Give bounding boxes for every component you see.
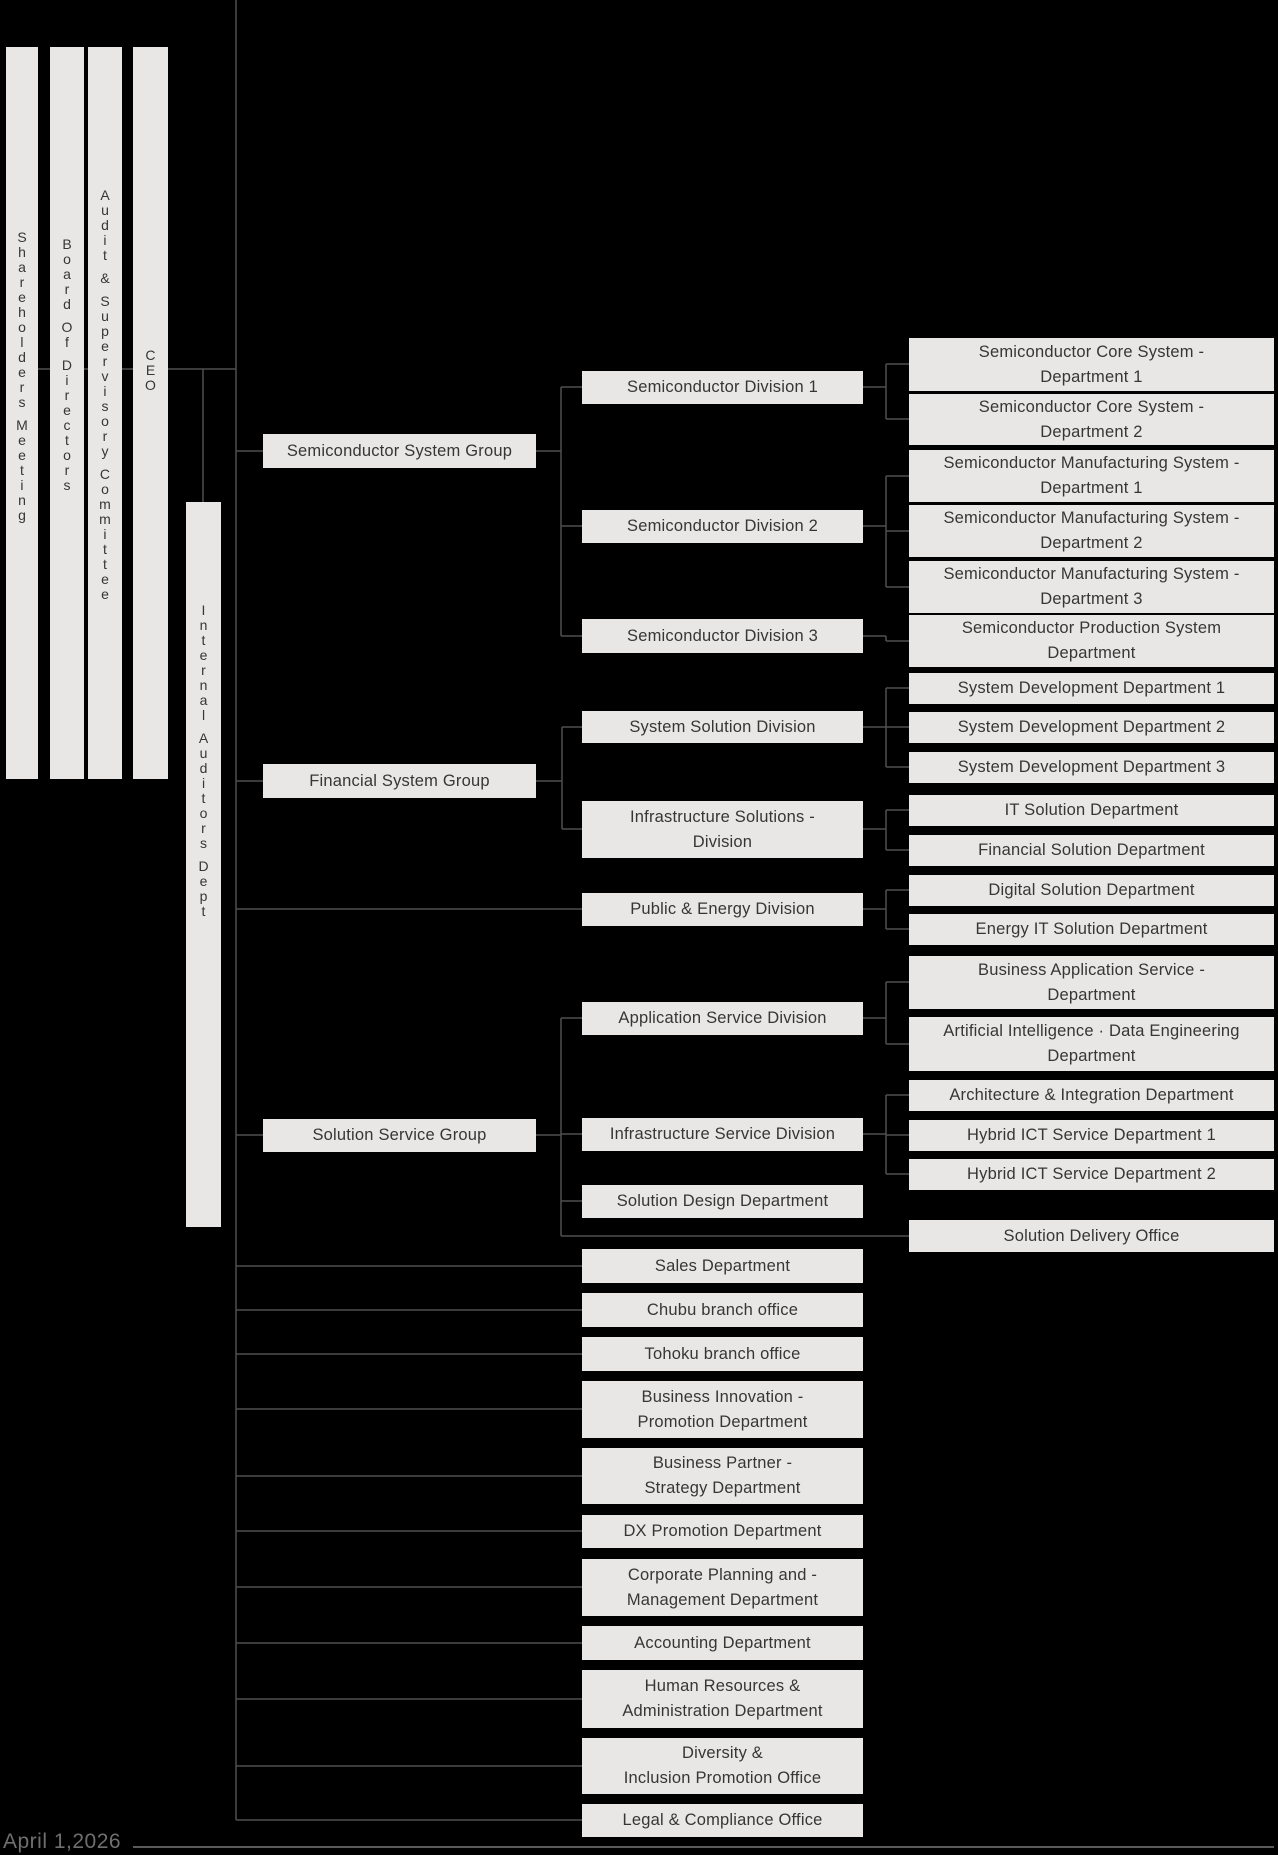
org-box-label: Business Innovation - Promotion Departme… [637, 1387, 808, 1431]
org-box-label: Financial System Group [309, 771, 490, 790]
org-box-financial-system-group: Financial System Group [263, 764, 536, 798]
org-box-diversity-inclusion-promotion-office: Diversity & Inclusion Promotion Office [582, 1738, 863, 1794]
org-box-label: Tohoku branch office [644, 1344, 801, 1363]
org-box-tohoku-branch-office: Tohoku branch office [582, 1337, 863, 1371]
org-box-semiconductor-manufacturing-system-department-2: Semiconductor Manufacturing System - Dep… [909, 505, 1274, 557]
org-box-label: Semiconductor Division 3 [627, 626, 818, 645]
org-box-system-development-department-2: System Development Department 2 [909, 712, 1274, 743]
org-box-business-innovation-promotion-department: Business Innovation - Promotion Departme… [582, 1381, 863, 1438]
org-box-semiconductor-division-2: Semiconductor Division 2 [582, 510, 863, 543]
org-box-label: Semiconductor Core System - Department 1 [978, 342, 1205, 386]
org-box-label: Legal & Compliance Office [622, 1811, 823, 1829]
org-box-label: Semiconductor Manufacturing System - Dep… [943, 565, 1240, 608]
footer-date: April 1,2026 [3, 1830, 122, 1853]
org-box-label: Accounting Department [634, 1633, 811, 1652]
org-box-hybrid-ict-service-department-2: Hybrid ICT Service Department 2 [909, 1159, 1274, 1190]
org-box-dx-promotion-department: DX Promotion Department [582, 1515, 863, 1548]
org-box-label: Semiconductor Core System - Department 2 [978, 397, 1205, 441]
org-box-accounting-department: Accounting Department [582, 1626, 863, 1660]
org-box-semiconductor-production-system-department: Semiconductor Production System Departme… [909, 615, 1274, 667]
org-box-it-solution-department: IT Solution Department [909, 795, 1274, 826]
org-box-label: Infrastructure Service Division [609, 1125, 836, 1143]
org-box-solution-service-group: Solution Service Group [263, 1119, 536, 1152]
org-box-label: Solution Service Group [312, 1126, 487, 1144]
org-box-label: Hybrid ICT Service Department 2 [967, 1165, 1216, 1183]
org-box-label: DX Promotion Department [623, 1522, 822, 1540]
org-box-semiconductor-manufacturing-system-department-1: Semiconductor Manufacturing System - Dep… [909, 450, 1274, 502]
org-box-label: Digital Solution Department [988, 881, 1195, 899]
org-box-label: System Development Department 1 [957, 679, 1226, 697]
org-box-label: Hybrid ICT Service Department 1 [967, 1126, 1216, 1144]
org-box-semiconductor-core-system-department-1: Semiconductor Core System - Department 1 [909, 338, 1274, 391]
org-box-label: Application Service Division [618, 1009, 827, 1027]
org-box-business-application-service-department: Business Application Service - Departmen… [909, 956, 1274, 1009]
org-box-system-development-department-3: System Development Department 3 [909, 752, 1274, 783]
org-box-label: System Development Department 3 [957, 758, 1226, 776]
org-box-label: System Solution Division [629, 717, 816, 736]
org-box-label: Energy IT Solution Department [975, 920, 1208, 938]
org-box-label: Financial Solution Department [978, 841, 1205, 859]
org-box-label: Architecture & Integration Department [949, 1086, 1234, 1104]
org-box-hybrid-ict-service-department-1: Hybrid ICT Service Department 1 [909, 1120, 1274, 1151]
org-box-energy-it-solution-department: Energy IT Solution Department [909, 914, 1274, 945]
org-box-label: Artificial Intelligence · Data Engineeri… [943, 1022, 1240, 1065]
org-box-legal-compliance-office: Legal & Compliance Office [582, 1804, 863, 1837]
org-box-label: Sales Department [654, 1256, 791, 1275]
org-box-label: Public & Energy Division [630, 900, 815, 918]
org-box-infrastructure-service-division: Infrastructure Service Division [582, 1118, 863, 1151]
org-box-semiconductor-manufacturing-system-department-3: Semiconductor Manufacturing System - Dep… [909, 561, 1274, 613]
org-box-label: Corporate Planning and - Management Depa… [626, 1565, 819, 1609]
org-box-label: Solution Delivery Office [1003, 1226, 1180, 1245]
org-box-label: Solution Design Department [616, 1192, 829, 1210]
org-box-label: Semiconductor Division 1 [627, 378, 818, 396]
footer-rule [133, 1846, 1274, 1848]
org-box-label: Chubu branch office [646, 1300, 799, 1319]
org-box-business-partner-strategy-department: Business Partner - Strategy Department [582, 1448, 863, 1504]
org-box-label: Semiconductor Production System Departme… [961, 619, 1222, 662]
org-box-label: Semiconductor Manufacturing System - Dep… [943, 454, 1240, 497]
org-box-semiconductor-system-group: Semiconductor System Group [263, 434, 536, 468]
org-box-system-development-department-1: System Development Department 1 [909, 673, 1274, 704]
org-box-artificial-intelligence-data-engineering-department: Artificial Intelligence · Data Engineeri… [909, 1017, 1274, 1071]
org-box-semiconductor-division-3: Semiconductor Division 3 [582, 619, 863, 653]
org-box-semiconductor-division-1: Semiconductor Division 1 [582, 371, 863, 404]
org-box-corporate-planning-management-department: Corporate Planning and - Management Depa… [582, 1559, 863, 1616]
org-box-solution-delivery-office: Solution Delivery Office [909, 1220, 1274, 1252]
org-box-label: IT Solution Department [1004, 801, 1179, 819]
org-box-human-resources-administration-department: Human Resources & Administration Departm… [582, 1670, 863, 1728]
org-box-digital-solution-department: Digital Solution Department [909, 875, 1274, 906]
org-box-sales-department: Sales Department [582, 1249, 863, 1283]
org-box-label: Diversity & Inclusion Promotion Office [623, 1744, 822, 1787]
org-box-application-service-division: Application Service Division [582, 1002, 863, 1035]
org-box-label: Semiconductor Manufacturing System - Dep… [943, 509, 1240, 552]
org-box-public-energy-division: Public & Energy Division [582, 893, 863, 926]
org-box-chubu-branch-office: Chubu branch office [582, 1293, 863, 1327]
org-box-financial-solution-department: Financial Solution Department [909, 835, 1274, 866]
org-box-architecture-integration-department: Architecture & Integration Department [909, 1080, 1274, 1111]
org-box-solution-design-department: Solution Design Department [582, 1185, 863, 1218]
org-box-label: Human Resources & Administration Departm… [622, 1677, 823, 1720]
org-box-label: System Development Department 2 [957, 718, 1226, 736]
org-box-infrastructure-solutions-division: Infrastructure Solutions - Division [582, 801, 863, 858]
org-box-label: Business Application Service - Departmen… [977, 960, 1206, 1004]
org-box-label: Semiconductor Division 2 [627, 517, 818, 535]
org-box-label: Business Partner - Strategy Department [644, 1454, 801, 1497]
org-box-system-solution-division: System Solution Division [582, 711, 863, 743]
org-box-label: Infrastructure Solutions - Division [630, 807, 815, 851]
org-box-label: Semiconductor System Group [286, 441, 513, 460]
org-box-semiconductor-core-system-department-2: Semiconductor Core System - Department 2 [909, 394, 1274, 445]
